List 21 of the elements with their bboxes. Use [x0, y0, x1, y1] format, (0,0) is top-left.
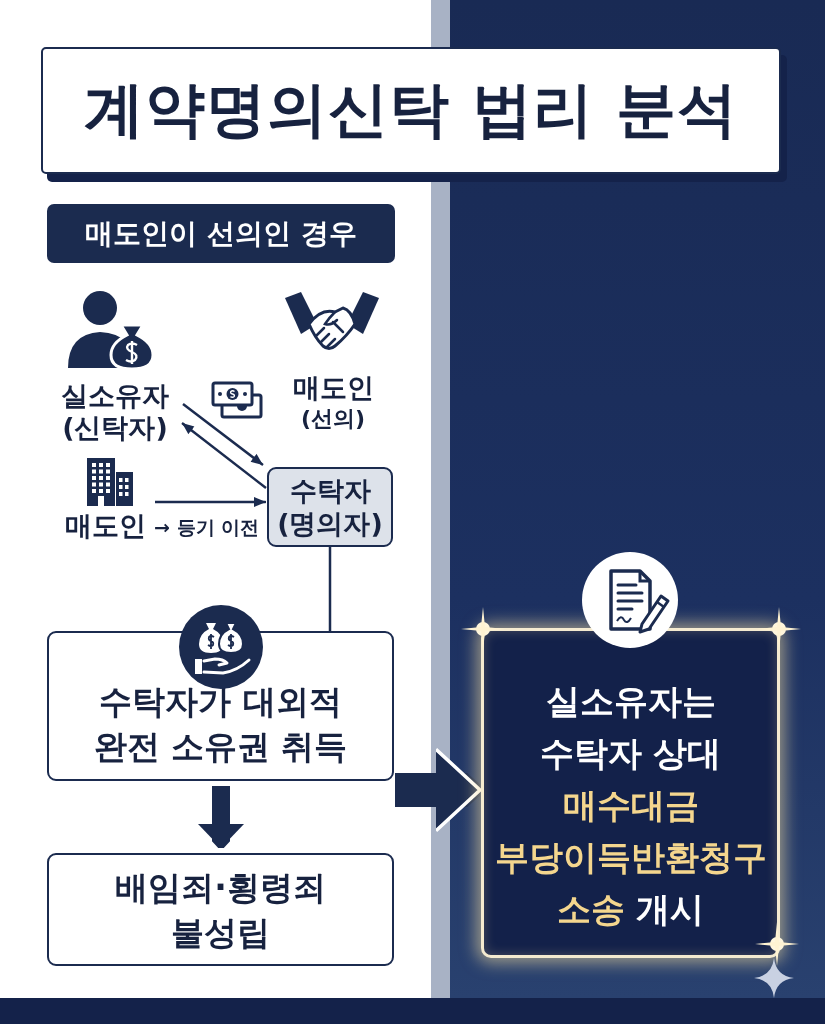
arrow: [181, 422, 267, 489]
statement-text: 수탁자가 대외적 완전 소유권 취득: [92, 681, 349, 768]
statement-text: 배임죄·횡령죄 불성립: [114, 866, 327, 954]
process-box: [267, 467, 393, 547]
party-label: 매도인: [292, 372, 374, 404]
note-text: → 등기 이전: [154, 515, 260, 539]
party-label: 실소유자 (신탁자): [60, 380, 170, 444]
note-text: (선의): [300, 405, 366, 433]
arrow: [155, 497, 266, 507]
process-box: [47, 853, 394, 966]
highlight-box: [481, 628, 780, 958]
process-box: [47, 631, 394, 781]
section-heading: 매도인이 선의인 경우: [85, 215, 357, 252]
party-label: 매도인: [63, 510, 147, 542]
conclusion-text: 실소유자는 수탁자 상대 매수대금 부당이득반환청구 소송 개시: [493, 680, 768, 931]
party-label: 수탁자 (명의자): [276, 474, 384, 540]
section-badge: [47, 204, 395, 263]
connector-line: [328, 547, 332, 631]
arrow: [182, 403, 264, 466]
block-arrow: [395, 747, 482, 833]
block-arrow: [198, 786, 244, 848]
